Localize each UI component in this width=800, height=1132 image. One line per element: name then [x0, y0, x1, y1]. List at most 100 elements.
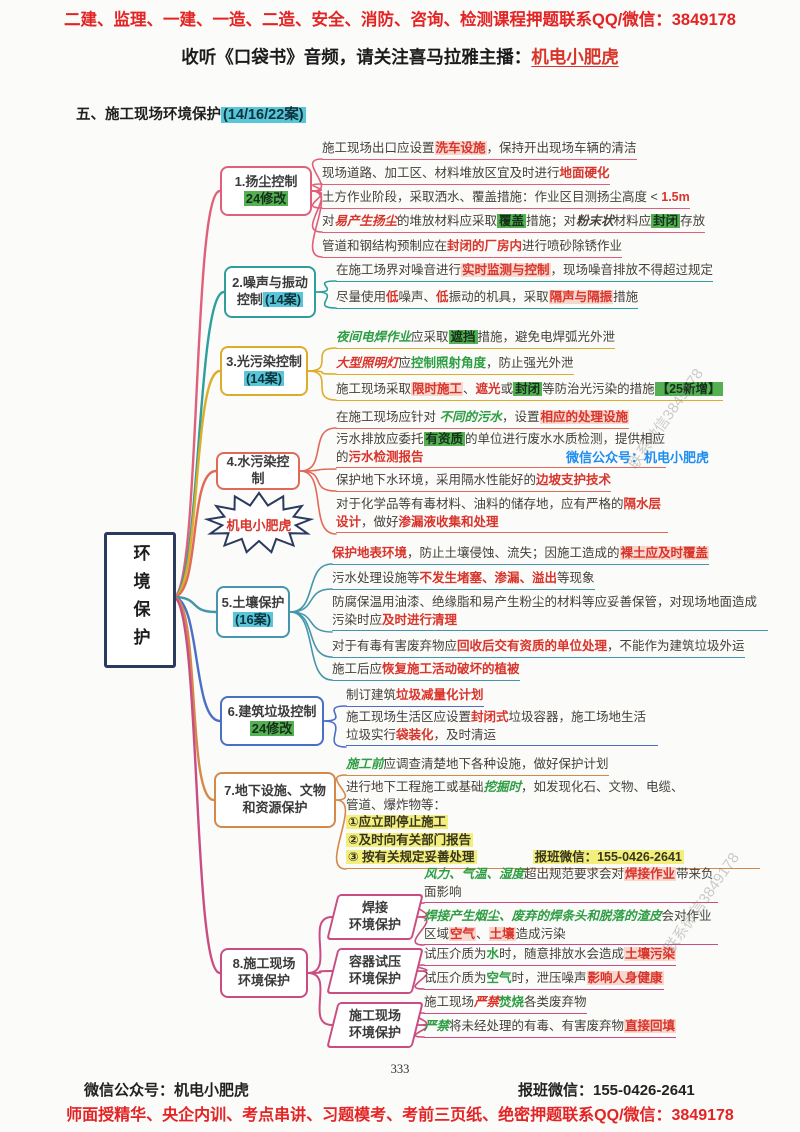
burst-bubble-label: 机电小肥虎 [226, 518, 292, 533]
branch-box-label: 2.噪声与振动控制(14案) [232, 275, 308, 309]
text-segment: ，防止强光外泄 [486, 356, 574, 370]
connector-curve [171, 595, 222, 723]
text-segment: 进行喷砂除锈作业 [522, 239, 623, 253]
audio-host-link[interactable]: 机电小肥虎 [531, 47, 619, 67]
text-segment: 噪声、 [398, 290, 437, 304]
text-segment: 对 [322, 214, 335, 228]
text-segment: 水 [486, 947, 500, 961]
text-segment: 各类废弃物 [524, 995, 587, 1009]
text-segment: 地面硬化 [559, 166, 610, 180]
text-segment: 恢复施工活动破坏的植被 [382, 662, 520, 676]
text-segment: 限时施工 [411, 382, 464, 396]
text-segment: 遮光 [475, 382, 501, 396]
connector-curve [414, 1024, 428, 1038]
text-segment: 等现象 [557, 571, 595, 585]
text-segment: 严禁 [474, 995, 500, 1009]
connector-curve [171, 189, 222, 599]
text-segment: 封闭的厂房内 [447, 239, 523, 253]
text-segment: 尽量使用 [336, 290, 387, 304]
text-segment: ，及时清运 [433, 727, 497, 742]
text-segment: 、 [463, 382, 476, 396]
branch-box-label: 焊接环境保护 [349, 900, 401, 934]
top-promo-line: 二建、监理、一建、一造、二造、安全、消防、咨询、检测课程押题联系QQ/微信：38… [64, 11, 736, 29]
leaf-item: 防腐保温用油漆、绝缘脂和易产生粉尘的材料等应妥善保管，对现场地面造成污染时应及时… [332, 594, 768, 631]
text-segment: 环境保护 [348, 917, 401, 932]
text-segment: 对于化学品等有毒材料、油料的储存地，应有严格的 [336, 497, 624, 511]
text-segment: 报班微信：155-0426-2641 [532, 850, 684, 864]
text-segment: 土壤 [488, 926, 516, 941]
connector-curve [299, 470, 337, 492]
root-node-label: 环境保护 [130, 544, 150, 656]
text-segment: 超出规范要求会对 [524, 867, 625, 881]
text-segment: 材料应 [613, 214, 652, 228]
connector-curve [307, 972, 333, 1026]
text-segment: 应 [398, 356, 412, 370]
text-segment: 试压介质为 [424, 971, 487, 985]
leaf-item: 施工现场生活区应设置封闭式垃圾容器，施工场地生活垃圾实行袋装化，及时清运 [346, 709, 658, 746]
text-segment: 造成污染 [515, 926, 566, 941]
connector-curve [289, 588, 333, 613]
audio-prefix: 收听《口袋书》音频，请关注喜马拉雅主播： [181, 47, 532, 67]
text-segment: 直接回填 [624, 1019, 677, 1033]
leaf-item: 在施工现场应针对 不同的污水，设置相应的处理设施 [336, 409, 630, 429]
branch-box-label: 5.土壤保护(16案) [222, 595, 284, 629]
text-segment: 应调查清楚地下各种设施，做好保护计划 [383, 757, 609, 771]
leaf-item: 施工现场严禁焚烧各类废弃物 [424, 994, 587, 1014]
text-segment: 封闭 [513, 382, 543, 396]
text-segment: 隔声与隔振 [548, 290, 614, 304]
text-segment: 控制照射角度 [411, 356, 487, 370]
text-segment: ，不能作为建筑垃圾外运 [607, 639, 745, 653]
text-segment: 垃圾容器，施工场地生活垃圾实行 [346, 710, 647, 742]
text-segment: 严禁 [424, 1019, 450, 1033]
branch-box-label: 7.地下设施、文物和资源保护 [224, 783, 326, 817]
text-segment: ，如发现化石、文物、电缆、 [521, 780, 684, 794]
branch-box-label: 3.光污染控制(14案) [226, 354, 302, 388]
text-segment: 制订建筑 [346, 688, 397, 702]
text-segment: 低 [386, 290, 399, 304]
text-segment: 污水检测报告 [348, 449, 424, 464]
text-segment: 和资源保护 [242, 800, 308, 815]
text-segment: 的堆放材料应采取 [397, 214, 498, 228]
audio-note: 收听《口袋书》音频，请关注喜马拉雅主播：机电小肥虎 [0, 44, 800, 69]
connector-curve [335, 774, 347, 801]
branch-box-label: 施工现场环境保护 [349, 1008, 401, 1042]
text-segment: 施工现场生活区应设置 [346, 710, 472, 724]
text-segment: 实时监测与控制 [461, 263, 551, 277]
text-segment: 环境保护 [348, 1025, 401, 1040]
text-segment: 24修改 [243, 191, 289, 206]
section-title-text: 五、施工现场环境保护 [76, 107, 221, 123]
leaf-item: 保护地表环境，防止土壤侵蚀、流失；因施工造成的裸土应及时覆盖 [332, 545, 710, 565]
text-segment: 3.光污染控制 [226, 354, 302, 370]
leaf-item: 风力、气温、湿度超出规范要求会对焊接作业带来负面影响 [424, 866, 718, 903]
connector-curve [289, 611, 333, 633]
leaf-item: 对易产生扬尘的堆放材料应采取覆盖措施；对粉末状材料应封闭存放 [322, 213, 706, 233]
bottom-promo-line: 师面授精华、央企内训、考点串讲、习题模考、考前三页纸、绝密押题联系QQ/微信：3… [66, 1107, 734, 1124]
sub-branch-box: 容器试压环境保护 [326, 948, 424, 994]
leaf-item: 夜间电焊作业应采取遮挡措施，避免电焊弧光外泄 [336, 329, 616, 349]
burst-bubble-shape [203, 491, 315, 554]
text-segment: 袋装化 [396, 727, 434, 742]
connector-curve [311, 158, 323, 192]
text-segment: 空气 [486, 971, 512, 985]
text-segment: 将未经处理的有毒、有害废弃物 [449, 1019, 625, 1033]
leaf-item: 现场道路、加工区、材料堆放区宜及时进行地面硬化 [322, 165, 610, 185]
text-segment: 焊接产生烟尘、废弃的焊条头和脱落的渣皮 [424, 909, 662, 923]
text-segment: 或 [500, 382, 514, 396]
text-segment: 等防治光污染的措施 [542, 382, 655, 396]
text-segment: 振动的机具，采取 [448, 290, 549, 304]
leaf-item: 进行地下工程施工或基础挖掘时，如发现化石、文物、电缆、管道、爆炸物等：①应立即停… [346, 779, 760, 869]
text-segment: 风力、气温、湿度 [424, 867, 525, 881]
text-segment: 挖掘时 [483, 780, 522, 794]
text-segment: 的单位进行废水水质检测，提供相应的 [336, 432, 666, 464]
leaf-item: 在施工场界对噪音进行实时监测与控制，现场噪音排放不得超过规定 [336, 262, 714, 282]
connector-curve [289, 563, 333, 613]
sub-branch-box: 焊接环境保护 [326, 894, 424, 940]
text-segment: 封闭 [651, 214, 681, 228]
text-segment: ，防止土壤侵蚀、流失；因施工造成的 [407, 546, 620, 560]
text-segment: ③ 按有关规定妥善处理 [346, 850, 477, 864]
text-segment: 垃圾减量化计划 [396, 688, 484, 702]
text-segment: 试压介质为 [424, 947, 487, 961]
